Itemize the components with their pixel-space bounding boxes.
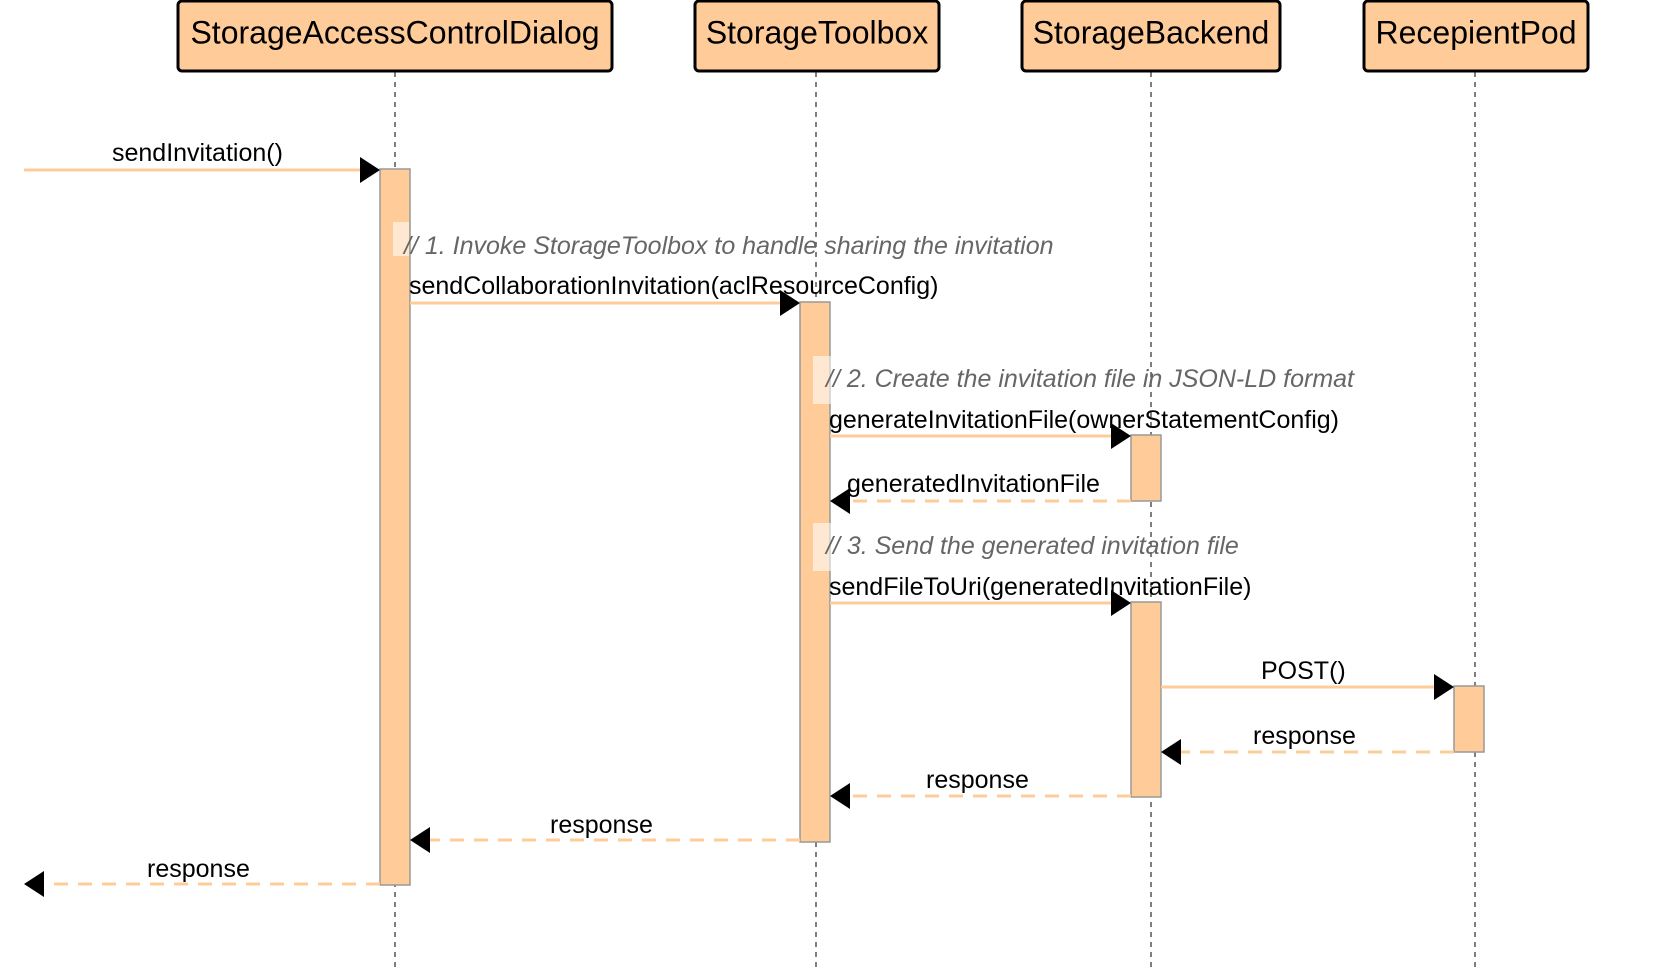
activation-backend-send bbox=[1130, 601, 1162, 798]
message-label: response bbox=[926, 766, 1029, 794]
message-label: generatedInvitationFile bbox=[847, 470, 1100, 498]
message-generated-invitation-file-return: generatedInvitationFile bbox=[830, 470, 1131, 514]
message-response-dialog: response bbox=[24, 855, 380, 897]
message-send-invitation: sendInvitation() bbox=[24, 139, 380, 183]
note-3: // 3. Send the generated invitation file bbox=[813, 523, 1481, 571]
arrowhead bbox=[1111, 423, 1131, 449]
participant-label: RecepientPod bbox=[1375, 14, 1576, 50]
note-background bbox=[813, 523, 831, 571]
note-background bbox=[1479, 528, 1481, 554]
message-response-pod: response bbox=[1161, 722, 1454, 765]
message-response-backend: response bbox=[830, 766, 1131, 809]
arrowhead bbox=[1434, 674, 1454, 700]
message-post: POST() bbox=[1161, 657, 1454, 700]
participant-box bbox=[1020, 0, 1282, 73]
arrowhead bbox=[830, 488, 850, 514]
message-label: sendFileToUri(generatedInvitationFile) bbox=[829, 573, 1251, 601]
message-label: response bbox=[147, 855, 250, 883]
arrowhead bbox=[410, 827, 430, 853]
note-background bbox=[393, 222, 409, 256]
arrowhead bbox=[1161, 739, 1181, 765]
message-generate-invitation-file: generateInvitationFile(ownerStatementCon… bbox=[829, 406, 1339, 449]
message-label: response bbox=[550, 811, 653, 839]
participant-storage-toolbox[interactable]: StorageToolbox bbox=[693, 0, 941, 73]
message-label: sendInvitation() bbox=[112, 139, 283, 167]
participant-storage-backend[interactable]: StorageBackend bbox=[1020, 0, 1282, 73]
activation-backend-generate bbox=[1130, 434, 1162, 502]
note-background bbox=[813, 356, 831, 404]
note-text: // 2. Create the invitation file in JSON… bbox=[824, 365, 1355, 393]
arrowhead bbox=[830, 783, 850, 809]
arrowhead bbox=[360, 157, 380, 183]
note-text: // 1. Invoke StorageToolbox to handle sh… bbox=[402, 232, 1054, 260]
message-label: generateInvitationFile(ownerStatementCon… bbox=[829, 406, 1339, 434]
message-label: POST() bbox=[1261, 657, 1346, 685]
arrowhead bbox=[780, 290, 800, 316]
message-response-toolbox: response bbox=[410, 811, 800, 853]
message-send-file-to-uri: sendFileToUri(generatedInvitationFile) bbox=[829, 573, 1251, 616]
note-background bbox=[1479, 360, 1481, 386]
note-2: // 2. Create the invitation file in JSON… bbox=[813, 356, 1481, 404]
activation-dialog bbox=[379, 168, 411, 886]
note-1: // 1. Invoke StorageToolbox to handle sh… bbox=[393, 222, 1054, 260]
participant-box bbox=[693, 0, 941, 73]
participant-recepient-pod[interactable]: RecepientPod bbox=[1362, 0, 1590, 73]
message-label: response bbox=[1253, 722, 1356, 750]
arrowhead bbox=[24, 871, 44, 897]
participant-storage-access-control-dialog[interactable]: StorageAccessControlDialog bbox=[176, 0, 614, 73]
message-send-collaboration-invitation: sendCollaborationInvitation(aclResourceC… bbox=[409, 272, 938, 316]
participant-label: StorageBackend bbox=[1033, 14, 1270, 50]
activation-pod bbox=[1453, 685, 1485, 753]
participant-box bbox=[1362, 0, 1590, 73]
arrowhead bbox=[1111, 590, 1131, 616]
note-text: // 3. Send the generated invitation file bbox=[824, 532, 1239, 560]
participant-label: StorageToolbox bbox=[706, 14, 928, 50]
participant-label: StorageAccessControlDialog bbox=[190, 14, 599, 50]
message-label: sendCollaborationInvitation(aclResourceC… bbox=[409, 272, 938, 300]
participant-box bbox=[176, 0, 614, 73]
